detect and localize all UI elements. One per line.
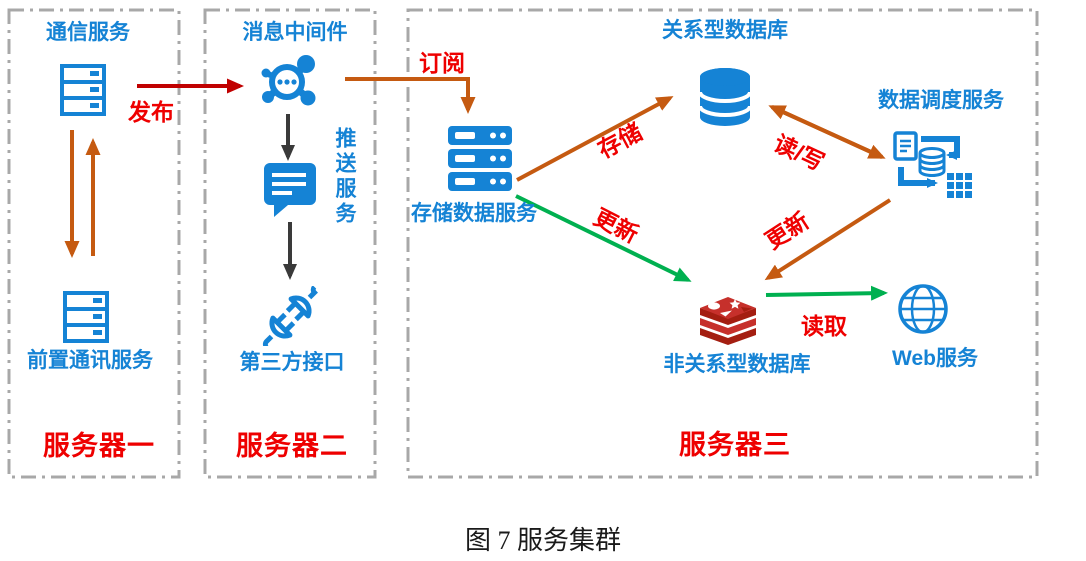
globe-icon [898,284,948,334]
relational-db-label: 关系型数据库 [662,19,788,42]
server-icon [63,291,109,343]
etl-dataflow-icon [893,131,972,198]
read-arrow [765,285,888,301]
chat-bubble-icon [264,163,316,217]
server3-label: 服务器三 [679,430,791,460]
server2-label: 服务器二 [236,431,348,461]
database-cylinder-icon [698,68,752,126]
publish-edge-label: 发布 [128,99,174,125]
rack-server-icon [448,126,512,191]
nosql-db-label: 非关系型数据库 [663,353,811,376]
update-from-dispatch-arrow [764,198,892,281]
server2-border [203,8,377,479]
comm-service-label: 通信服务 [46,21,130,44]
hub-icon [261,55,316,106]
server-icon [60,64,106,116]
push-service-label: 推送服务 [333,127,356,227]
plug-icon [262,286,318,346]
subscribe-arrow [345,77,476,114]
msg-middleware-label: 消息中间件 [242,21,348,44]
update-from-storage-arrow [515,194,692,282]
read-write-arrow-left [768,105,883,159]
server1-border [7,8,181,479]
web-service-label: Web服务 [892,347,978,370]
read-edge-label: 读取 [801,313,847,339]
server1-label: 服务器一 [43,431,155,461]
figure-caption: 图 7 服务集群 [464,526,621,555]
front-comm-service-label: 前置通讯服务 [27,349,153,372]
data-dispatch-service-label: 数据调度服务 [878,89,1004,112]
redis-icon [700,297,756,345]
storage-data-service-label: 存储数据服务 [411,202,537,225]
third-party-api-label: 第三方接口 [239,351,345,374]
subscribe-edge-label: 订阅 [419,50,465,76]
server3-border [406,8,1039,479]
store-arrow [516,96,674,182]
